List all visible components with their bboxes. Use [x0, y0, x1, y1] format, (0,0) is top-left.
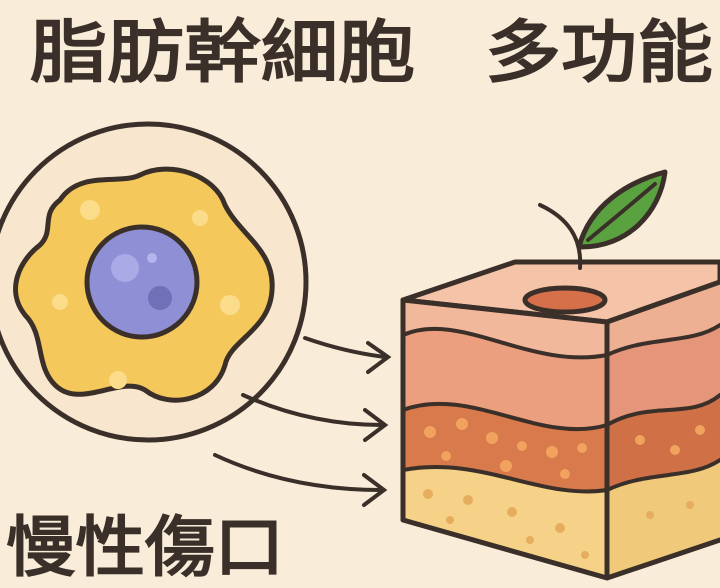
front-fat-layer	[403, 466, 607, 578]
arrowhead-2	[363, 408, 389, 442]
sprout-leaf-vein	[586, 182, 657, 242]
arrowhead-3	[362, 473, 388, 507]
fat-dots	[423, 489, 694, 559]
label-bottom-left: 慢性傷口	[6, 509, 284, 586]
front-dermis-lower	[403, 403, 607, 492]
dermis-dots	[424, 418, 705, 479]
nucleus-highlight	[111, 254, 139, 282]
arrow-2	[241, 393, 384, 427]
arrow-icon	[213, 336, 392, 507]
sprout-icon	[538, 169, 668, 270]
stem-cell-icon	[0, 121, 309, 443]
sprout-stem	[538, 203, 583, 270]
cell-granules	[52, 200, 240, 389]
nucleolus	[148, 286, 172, 310]
skin-block-icon	[400, 259, 720, 581]
nucleus	[84, 224, 200, 340]
arrow-1	[303, 336, 387, 359]
arrow-3	[213, 453, 384, 492]
boundary-2	[401, 393, 720, 432]
right-dermis-upper	[607, 325, 720, 425]
right-epidermis	[607, 282, 720, 355]
boundary-1	[401, 323, 720, 360]
arrowhead-1	[366, 341, 392, 374]
boundary-3	[401, 458, 720, 494]
right-dermis-lower	[607, 395, 720, 490]
skin-block-outline	[400, 279, 720, 581]
front-epidermis	[403, 300, 607, 358]
wound-opening	[522, 285, 608, 315]
nucleus-spot	[147, 253, 157, 263]
title-right: 多功能	[485, 14, 713, 93]
title-left: 脂肪幹細胞	[30, 14, 415, 93]
